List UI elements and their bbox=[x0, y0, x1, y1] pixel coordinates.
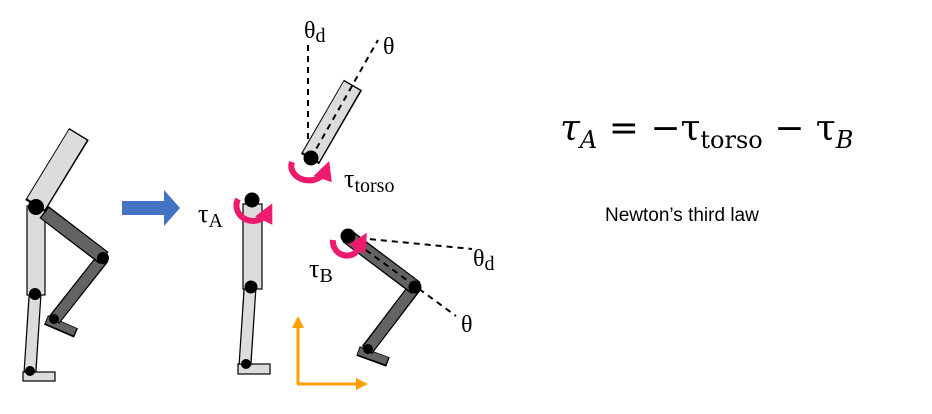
swing-foot bbox=[356, 346, 390, 367]
stance-foot bbox=[237, 363, 271, 375]
left-foot bbox=[22, 371, 56, 382]
theta-leg-label: θ bbox=[461, 312, 473, 338]
torque-torso-arrow-icon bbox=[288, 160, 332, 184]
torque-b-arrow-icon bbox=[329, 232, 367, 259]
ankle-joint bbox=[25, 366, 35, 376]
hip-joint bbox=[28, 199, 44, 215]
ankle-joint-dark bbox=[49, 314, 59, 324]
stance-knee-joint bbox=[244, 280, 258, 294]
tau-torso-label: τtorso bbox=[344, 164, 394, 197]
torque-a-arrow-icon bbox=[233, 197, 273, 225]
theta-d-torso-label: θd bbox=[304, 18, 326, 47]
tau-a-label: τA bbox=[198, 199, 223, 232]
swing-hip-joint bbox=[340, 228, 356, 244]
swing-ankle-joint bbox=[363, 344, 373, 354]
torso-figure: τtorso θd θ bbox=[288, 18, 395, 197]
coordinate-axes-icon bbox=[292, 316, 368, 390]
torso bbox=[25, 128, 89, 212]
left-shin bbox=[23, 294, 42, 373]
right-thigh-dark bbox=[39, 206, 109, 264]
transition-arrow-icon bbox=[122, 190, 180, 226]
tau-b-label: τB bbox=[309, 254, 333, 287]
theta-d-leg-label: θd bbox=[473, 246, 495, 275]
knee-joint bbox=[29, 288, 41, 300]
newtons-third-law-caption: Newton’s third law bbox=[605, 205, 759, 226]
swing-knee-joint bbox=[408, 280, 422, 294]
stance-hip-joint bbox=[244, 192, 260, 208]
stance-leg-figure: τA bbox=[198, 192, 273, 375]
swing-shin bbox=[361, 283, 421, 354]
theta-torso-label: θ bbox=[383, 34, 395, 60]
torso-joint bbox=[303, 150, 319, 166]
swing-leg-figure: τB θd θ bbox=[309, 228, 495, 367]
stance-shin bbox=[238, 287, 257, 366]
right-shin-dark bbox=[48, 253, 109, 325]
torque-equation: τA = −τtorso − τB bbox=[560, 108, 853, 154]
full-walker-figure bbox=[22, 128, 109, 382]
stance-ankle-joint bbox=[241, 359, 251, 369]
knee-joint-dark bbox=[97, 252, 109, 264]
desired-leg-angle-line bbox=[347, 236, 473, 250]
